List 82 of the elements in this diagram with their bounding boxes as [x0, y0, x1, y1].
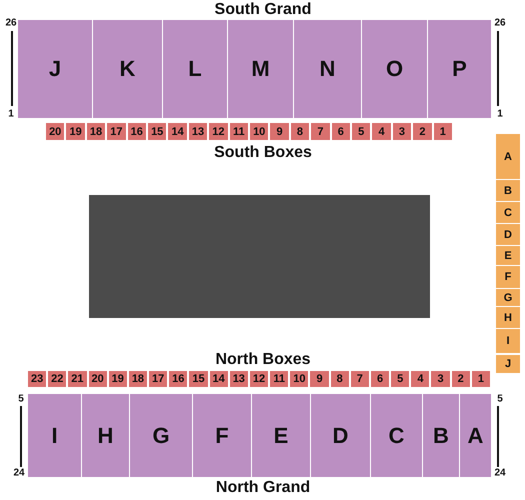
box-seat-section: 3: [431, 371, 450, 387]
grandstand-section: P: [428, 20, 491, 118]
box-seat-section: 13: [230, 371, 248, 387]
grandstand-section: L: [163, 20, 227, 118]
grandstand-section: B: [423, 394, 459, 477]
box-seat-section: 14: [210, 371, 228, 387]
box-seat-section: 18: [86, 123, 106, 140]
side-section: H: [496, 307, 520, 328]
grandstand-section: O: [362, 20, 427, 118]
box-seat-section: 9: [310, 371, 329, 387]
box-seat-section: 8: [290, 123, 310, 140]
box-seat-section: 4: [411, 371, 430, 387]
row-number: 1: [497, 108, 503, 120]
grandstand-section: E: [252, 394, 310, 477]
grandstand-section: C: [371, 394, 422, 477]
box-seat-section: 13: [188, 123, 208, 140]
grandstand-section: I: [28, 394, 81, 477]
box-seat-section: 15: [189, 371, 208, 387]
box-seat-section: 7: [311, 123, 330, 140]
box-seat-section: 19: [66, 123, 85, 140]
grandstand-section: F: [193, 394, 251, 477]
box-seat-section: 17: [107, 123, 126, 140]
box-seat-section: 10: [290, 371, 308, 387]
grandstand-section: J: [18, 20, 92, 118]
side-section: J: [496, 355, 520, 373]
box-seat-section: 20: [88, 371, 107, 387]
box-seat-section: 6: [370, 371, 390, 387]
box-seat-section: 8: [330, 371, 349, 387]
row-number: 24: [13, 468, 25, 478]
side-section: F: [496, 266, 520, 288]
grandstand-section: M: [228, 20, 293, 118]
grandstand-section: H: [82, 394, 129, 477]
box-seat-section: 23: [28, 371, 46, 387]
box-seat-section: 12: [250, 371, 268, 387]
box-seat-section: 5: [391, 371, 410, 387]
box-seat-section: 19: [108, 371, 127, 387]
box-seat-section: 21: [68, 371, 87, 387]
row-number: 24: [494, 468, 506, 478]
area-label: North Grand: [216, 479, 310, 497]
side-section: I: [496, 329, 520, 353]
row-number: 26: [5, 18, 17, 28]
box-seat-section: 22: [48, 371, 66, 387]
box-seat-section: 18: [128, 371, 148, 387]
stage-area: [89, 195, 430, 318]
box-seat-section: 5: [352, 123, 370, 140]
box-seat-section: 14: [168, 123, 187, 140]
box-seat-section: 6: [332, 123, 350, 140]
box-seat-section: 12: [209, 123, 228, 140]
box-seat-section: 9: [270, 123, 289, 140]
grandstand-section: G: [130, 394, 192, 477]
grandstand-section: N: [294, 20, 361, 118]
area-label: South Boxes: [214, 144, 312, 162]
grandstand-section: D: [311, 394, 370, 477]
box-seat-section: 10: [250, 123, 268, 140]
row-number: 5: [18, 394, 24, 404]
area-label: South Grand: [214, 1, 312, 19]
box-seat-section: 11: [230, 123, 248, 140]
row-number: 1: [8, 108, 14, 120]
box-seat-section: 4: [372, 123, 391, 140]
side-section: D: [496, 224, 520, 245]
grandstand-section: K: [93, 20, 162, 118]
box-seat-section: 2: [413, 123, 432, 140]
side-section: C: [496, 202, 520, 223]
box-seat-section: 16: [169, 371, 188, 387]
row-number: 26: [494, 18, 506, 28]
box-seat-section: 20: [46, 123, 64, 140]
grandstand-section: A: [460, 394, 491, 477]
box-seat-section: 2: [452, 371, 470, 387]
box-seat-section: 1: [434, 123, 452, 140]
box-seat-section: 7: [350, 371, 369, 387]
box-seat-section: 11: [270, 371, 288, 387]
side-section: B: [496, 180, 520, 201]
row-number: 5: [497, 394, 503, 404]
box-seat-section: 15: [148, 123, 166, 140]
box-seat-section: 16: [128, 123, 146, 140]
side-section: E: [496, 246, 520, 265]
box-seat-section: 17: [149, 371, 168, 387]
box-seat-section: 3: [392, 123, 412, 140]
area-label: North Boxes: [215, 351, 311, 369]
box-seat-section: 1: [472, 371, 490, 387]
side-section: A: [496, 134, 520, 179]
side-section: G: [496, 289, 520, 306]
